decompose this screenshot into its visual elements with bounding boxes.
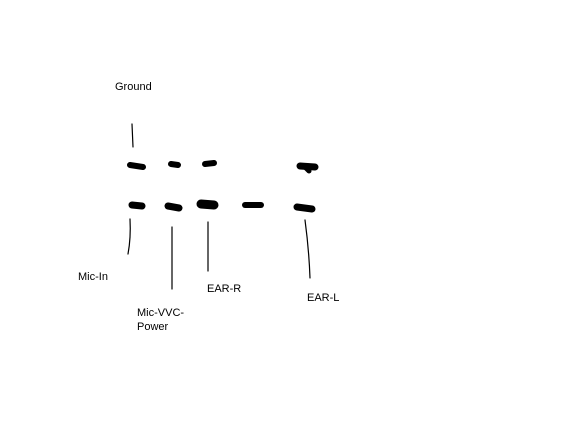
label-mic-vvc-line1: Mic-VVC-	[137, 307, 185, 319]
leader-ear-l	[304, 219, 311, 279]
contact-bottom-1	[128, 201, 146, 210]
label-mic-vvc-line2: Power	[137, 321, 169, 333]
label-ear-r: EAR-R	[207, 283, 242, 295]
contact-top-1	[127, 162, 146, 170]
label-mic-in: Mic-In	[78, 271, 108, 283]
contact-bottom-2	[164, 202, 183, 212]
contact-top-4-tail	[303, 165, 312, 174]
contact-bottom-5	[293, 203, 316, 213]
contact-top-2	[168, 161, 181, 168]
contact-bottom-3	[196, 199, 219, 210]
label-mic-vvc-power: Mic-VVC- Power	[137, 306, 184, 334]
label-ear-l: EAR-L	[307, 292, 340, 304]
contact-top-3	[202, 160, 217, 167]
leader-ground	[131, 123, 134, 148]
label-ground: Ground	[115, 81, 152, 93]
leader-mic-in	[127, 218, 131, 255]
